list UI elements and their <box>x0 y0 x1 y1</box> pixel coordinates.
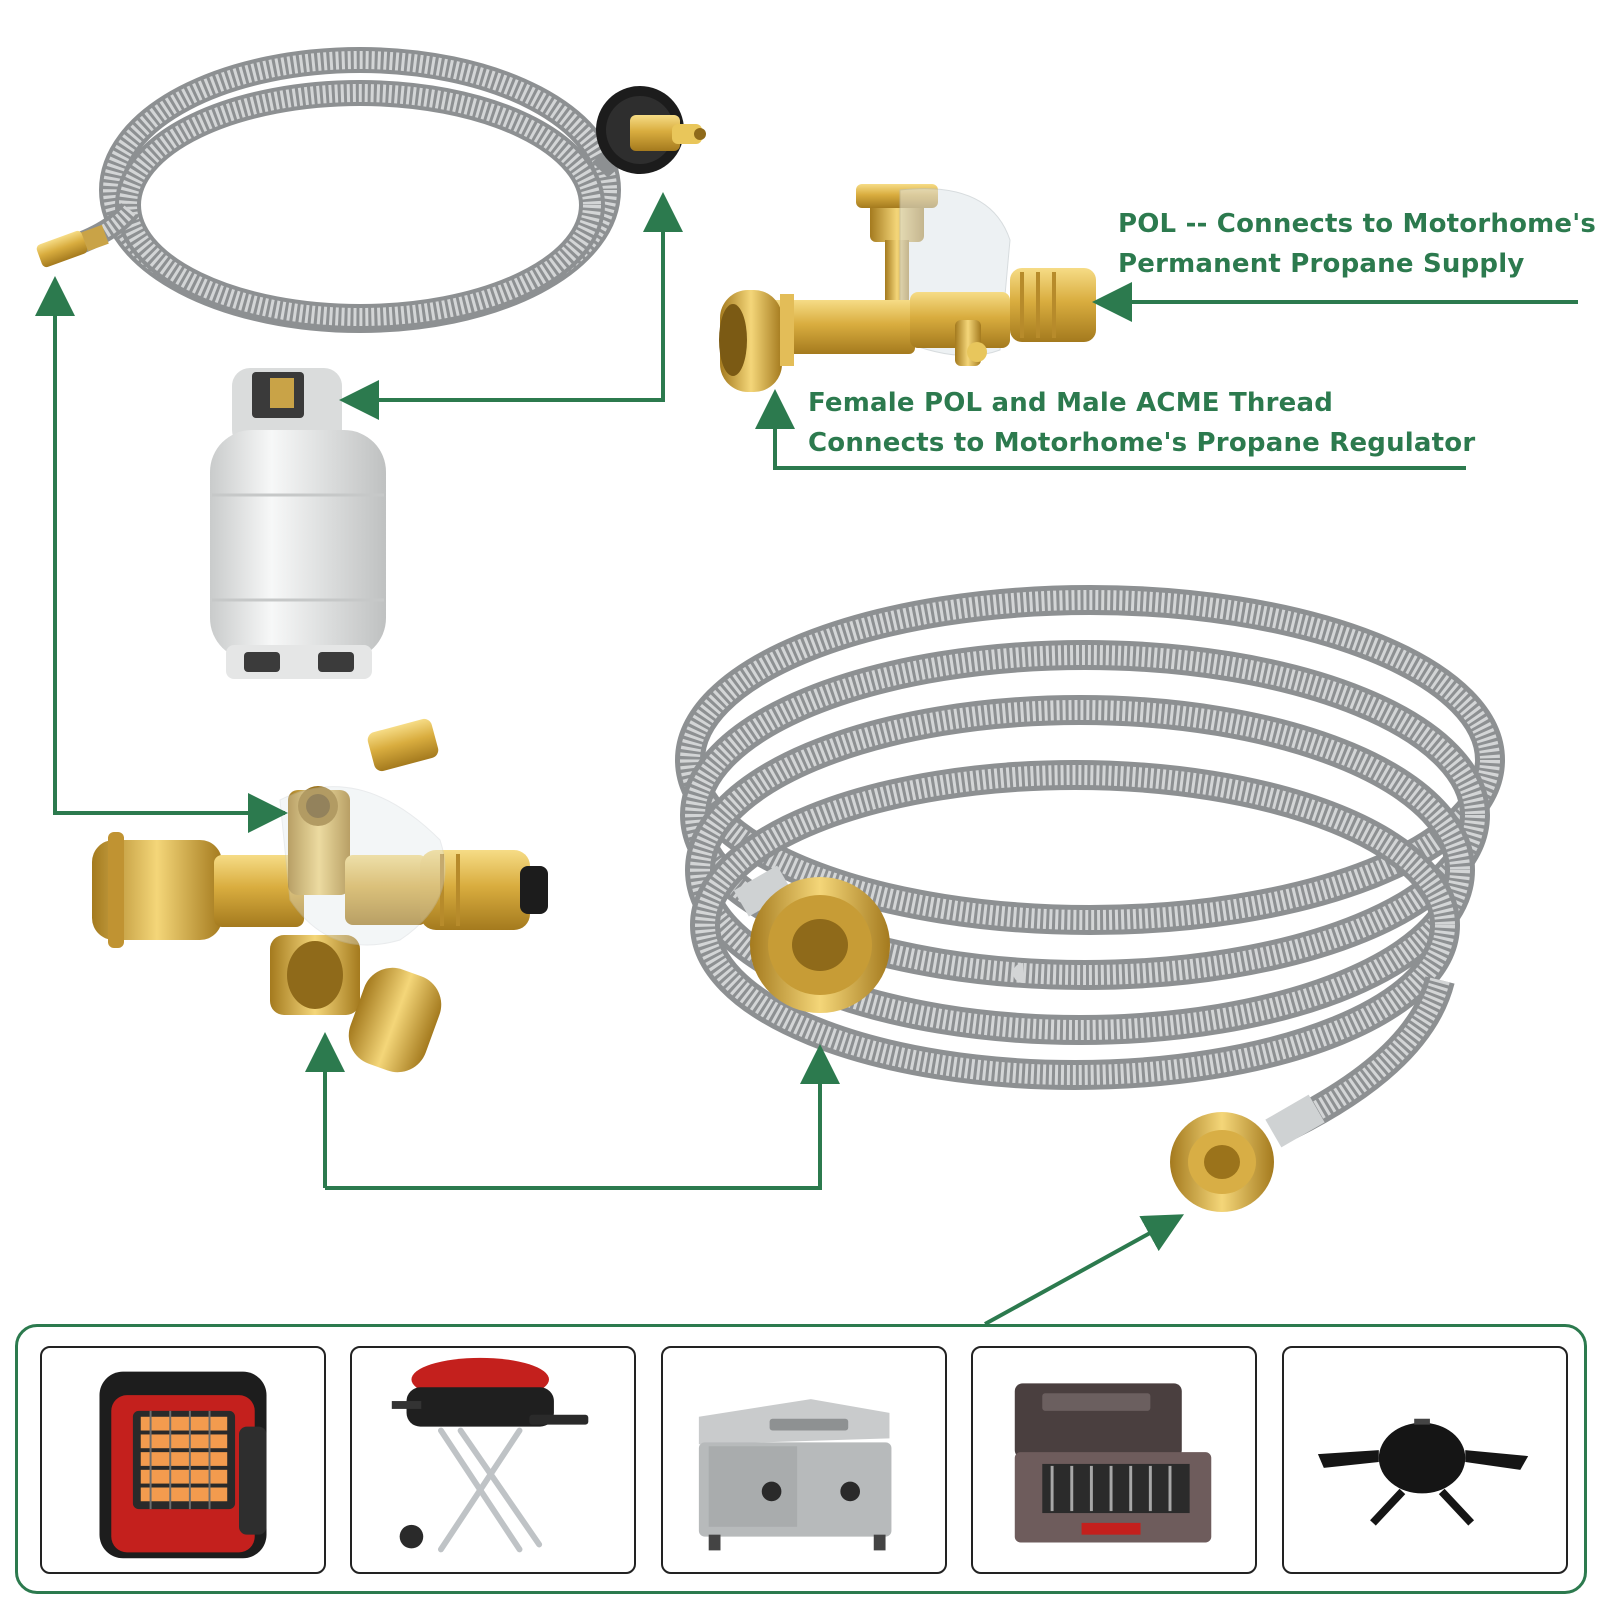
portable-heater-icon <box>99 1371 267 1559</box>
short-hose-pigtail <box>56 47 641 333</box>
arrow-female-connect <box>755 389 1466 470</box>
hose-female-fitting <box>733 865 890 1013</box>
appliance-tile-heater <box>40 1346 326 1574</box>
camp-stove-icon <box>1014 1383 1212 1543</box>
hose-male-fitting <box>1170 1094 1325 1212</box>
pol-connection-label: POL -- Connects to Motorhome's Permanent… <box>1118 204 1596 284</box>
male-fitting-small <box>36 224 109 268</box>
tabletop-grill-icon <box>698 1399 892 1551</box>
connector-arrows <box>35 192 1578 1326</box>
portable-grill-stand-icon <box>391 1357 589 1553</box>
arrow-hose-to-tee <box>325 1044 840 1190</box>
female-label-line2: Connects to Motorhome's Propane Regulato… <box>808 428 1476 458</box>
multi-port-tee-adapter <box>92 718 548 1073</box>
long-braided-hose <box>675 585 1505 1139</box>
appliance-tile-tabletop-grill <box>661 1346 947 1574</box>
propane-tank-image <box>210 368 386 679</box>
female-label-line1: Female POL and Male ACME Thread <box>808 388 1334 418</box>
female-pol-acme-label: Female POL and Male ACME Thread Connects… <box>808 383 1475 463</box>
appliance-tile-camp-stove <box>971 1346 1257 1574</box>
pol-label-line2: Permanent Propane Supply <box>1118 249 1525 279</box>
compatible-appliances-panel <box>15 1324 1587 1594</box>
tee-adapter-top <box>719 184 1096 392</box>
appliance-tile-stand-grill <box>350 1346 636 1574</box>
pol-handwheel-fitting <box>596 86 706 174</box>
pol-label-line1: POL -- Connects to Motorhome's <box>1118 209 1597 239</box>
small-grill-icon <box>1317 1418 1529 1526</box>
arrow-hose-to-appliances <box>984 1214 1185 1326</box>
appliance-tile-small-grill <box>1282 1346 1568 1574</box>
